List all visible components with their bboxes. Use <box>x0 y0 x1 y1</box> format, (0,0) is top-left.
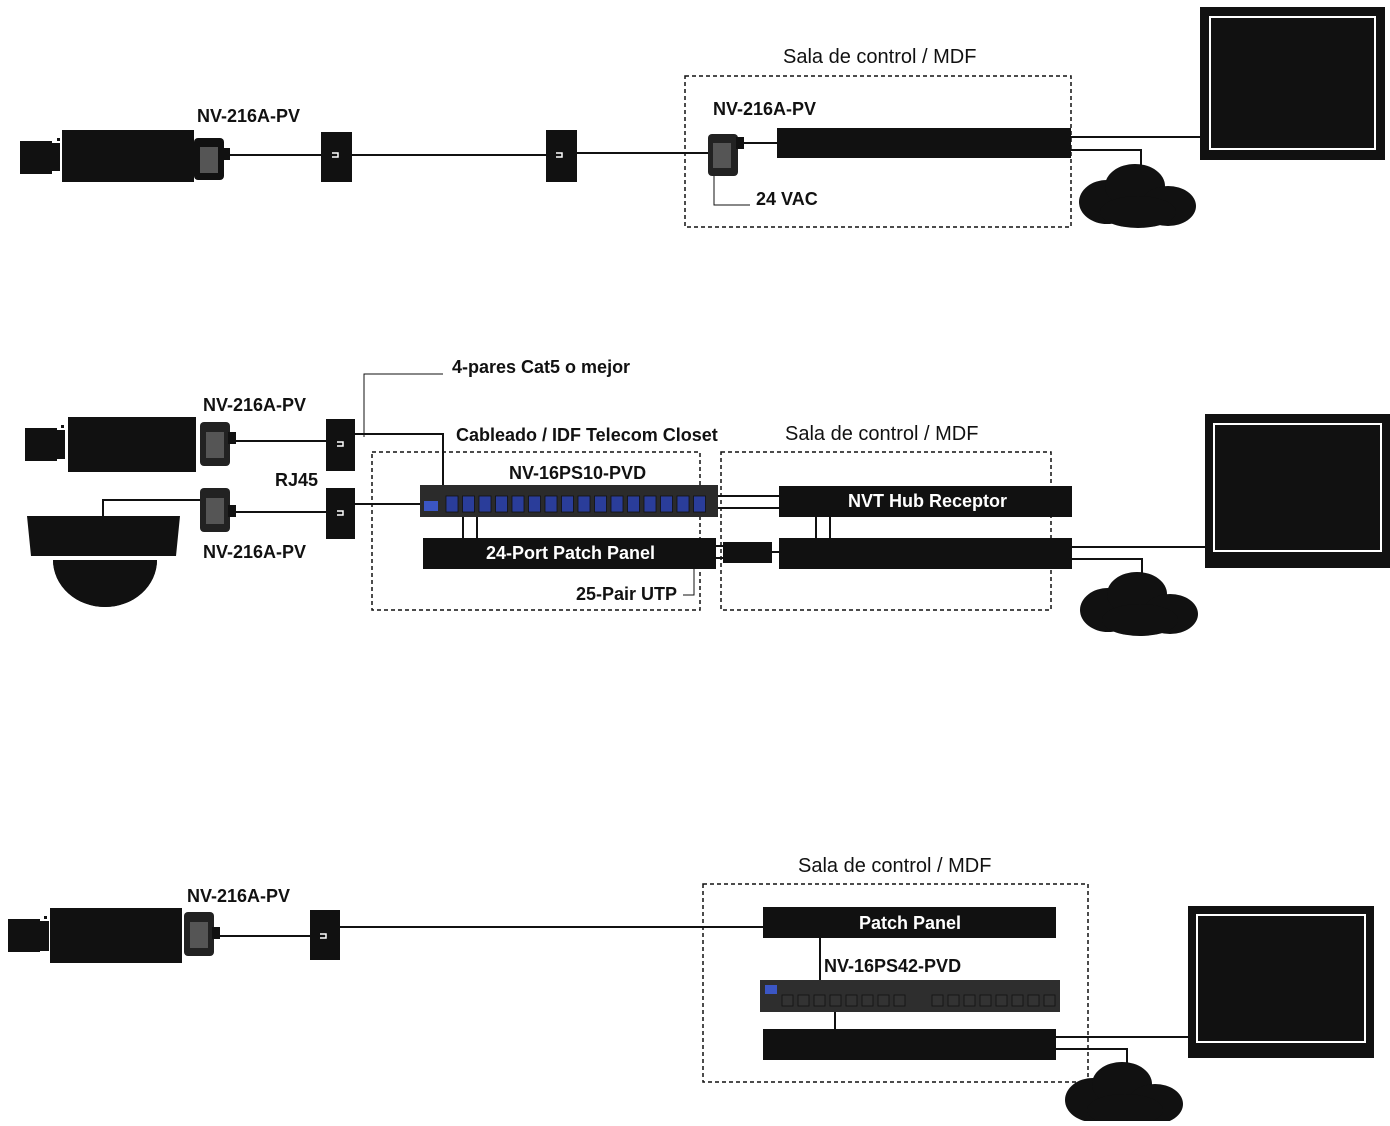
mdf-room-box <box>720 451 1052 611</box>
rj45-label: RJ45 <box>275 470 318 490</box>
camera-icon <box>20 130 194 182</box>
hub-receptor <box>779 486 1072 517</box>
switch-port <box>660 495 673 513</box>
cloud-icon <box>1080 572 1198 636</box>
monitor-icon <box>1200 7 1385 160</box>
switch-port <box>1043 994 1056 1007</box>
camera-icon <box>25 417 196 472</box>
switch-port <box>627 495 640 513</box>
switch-port <box>478 495 492 513</box>
switch-port <box>495 495 508 513</box>
patch-panel-24 <box>423 538 716 569</box>
wall-jack-icon <box>326 419 355 471</box>
switch-port <box>693 495 706 513</box>
mdf-room-box <box>684 75 1072 228</box>
switch-port <box>979 994 992 1007</box>
hub-label: NVT Hub Receptor <box>848 491 1007 511</box>
receiver-balun-label: NV-216A-PV <box>713 99 816 119</box>
switch-port <box>963 994 976 1007</box>
switch-port <box>528 495 541 513</box>
switch-icon <box>420 485 718 517</box>
switch-port <box>861 994 874 1007</box>
balun-icon <box>708 134 744 176</box>
mdf-room-label: Sala de control / MDF <box>783 46 976 68</box>
switch-port <box>577 495 591 513</box>
switch-port <box>877 994 890 1007</box>
cloud-icon <box>1065 1062 1183 1126</box>
switch-port <box>931 994 944 1007</box>
switch-port <box>676 495 690 513</box>
balun-icon <box>200 422 236 466</box>
wall-jack-icon <box>326 488 355 539</box>
camera1-balun-label: NV-216A-PV <box>203 395 306 415</box>
monitor-icon <box>1205 414 1390 568</box>
balun-icon <box>184 912 220 956</box>
diagram-2: 4-pares Cat5 o mejor NV-216A-PV RJ45 <box>25 357 1390 636</box>
wall-jack-icon <box>321 132 352 182</box>
utp-label: 25-Pair UTP <box>576 584 677 604</box>
switch-port <box>643 495 657 513</box>
switch-port <box>1011 994 1024 1007</box>
diagram-1: NV-216A-PV Sala de control / MDF NV-216A… <box>20 7 1385 228</box>
wall-jack-icon <box>546 130 577 182</box>
switch-port <box>511 495 525 513</box>
switch-port <box>561 495 574 513</box>
mdf-room-box <box>702 883 1089 1083</box>
patch-panel-label: Patch Panel <box>859 913 961 933</box>
switch-port <box>947 994 960 1007</box>
idf-label: Cableado / IDF Telecom Closet <box>456 425 718 445</box>
switch-port <box>995 994 1008 1007</box>
cloud-icon <box>1079 164 1196 228</box>
dome-camera-icon <box>27 516 180 607</box>
patch-panel <box>763 907 1056 938</box>
switch-port <box>462 495 475 513</box>
idf-closet-box <box>371 451 701 611</box>
switch-port <box>781 994 794 1007</box>
wall-jack-icon <box>310 910 340 960</box>
rack-device <box>763 1029 1056 1060</box>
camera-icon <box>8 908 182 963</box>
balun-icon <box>194 138 230 180</box>
switch-port <box>797 994 810 1007</box>
switch-port <box>445 495 459 513</box>
cable-label: 4-pares Cat5 o mejor <box>452 357 630 377</box>
rack-device <box>779 538 1072 569</box>
switch-port <box>594 495 607 513</box>
switch-label: NV-16PS10-PVD <box>509 463 646 483</box>
monitor-icon <box>1188 906 1374 1058</box>
mdf-room-label: Sala de control / MDF <box>798 855 991 877</box>
switch-port <box>544 495 558 513</box>
patch-cable-block <box>723 542 772 563</box>
switch-icon <box>760 980 1060 1012</box>
switch-label: NV-16PS42-PVD <box>824 956 961 976</box>
diagram-3: NV-216A-PV Sala de control / MDF Patch P… <box>8 855 1374 1126</box>
patch-panel-label: 24-Port Patch Panel <box>486 543 655 563</box>
camera-balun-label: NV-216A-PV <box>187 886 290 906</box>
switch-port <box>1027 994 1040 1007</box>
camera2-balun-label: NV-216A-PV <box>203 542 306 562</box>
camera-balun-label: NV-216A-PV <box>197 106 300 126</box>
mdf-room-label: Sala de control / MDF <box>785 423 978 445</box>
switch-port <box>610 495 624 513</box>
switch-port <box>813 994 826 1007</box>
switch-port <box>893 994 906 1007</box>
balun-icon <box>200 488 236 532</box>
rack-device <box>777 128 1071 158</box>
switch-port <box>829 994 842 1007</box>
power-label: 24 VAC <box>756 189 818 209</box>
switch-port <box>845 994 858 1007</box>
